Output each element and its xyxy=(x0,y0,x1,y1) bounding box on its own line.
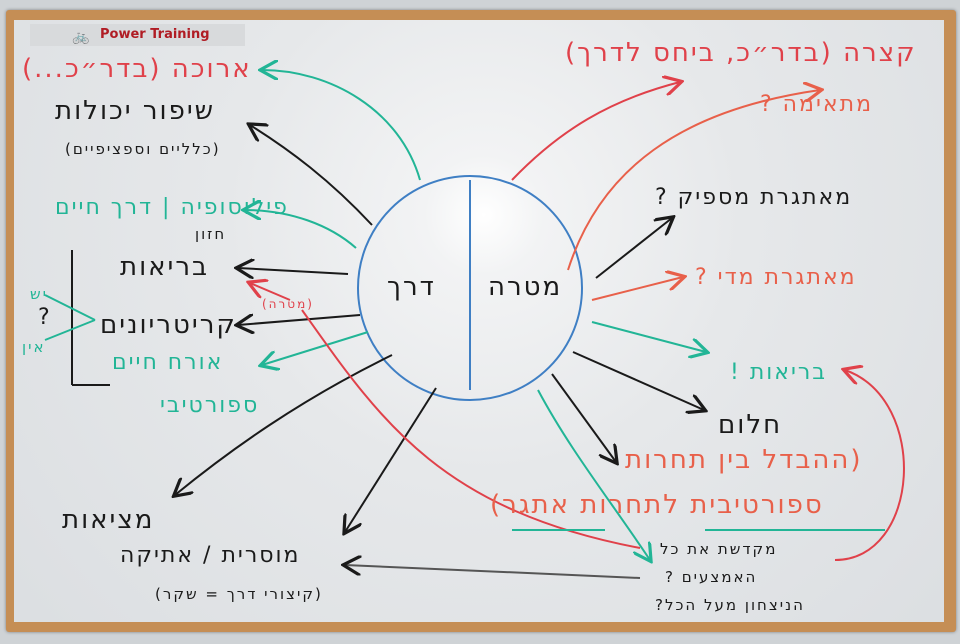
text-improve-sub: (כלליים וספציפיים) xyxy=(65,140,221,158)
logo-sticker: 🚲 Power Training xyxy=(30,24,245,46)
text-improve: שיפור יכולות xyxy=(55,96,216,126)
text-criteria: קריטריונים xyxy=(100,310,237,340)
text-suitable: מתאימה ? xyxy=(760,92,874,117)
arrow-dream xyxy=(572,351,704,410)
text-challenging-enough: מאתגרת מספיק ? xyxy=(655,185,853,210)
arrow-long xyxy=(262,70,421,181)
arrow-difference xyxy=(551,373,616,462)
arrow-criteria xyxy=(238,315,361,325)
text-means-1: מקדשת את כל xyxy=(660,540,778,558)
arrow-moral xyxy=(345,387,437,532)
arrow-lifestyle xyxy=(262,331,369,365)
text-question: ? xyxy=(38,305,52,330)
text-difference-1: (ההבדל בין תחרות xyxy=(625,445,863,475)
text-victory: הניצחון מעל הכל? xyxy=(655,596,805,614)
text-shortcuts: (קיצורי דרך = שקר) xyxy=(155,585,323,603)
arrow-philosophy xyxy=(245,210,357,249)
arrow-health-right xyxy=(591,321,706,352)
scale-axis xyxy=(71,250,110,386)
arrow-too-challenging xyxy=(591,277,683,301)
text-no: אין xyxy=(22,338,46,356)
center-left-label: דרך xyxy=(387,272,436,302)
bicycle-icon: 🚲 xyxy=(72,29,90,45)
arrow-improve xyxy=(250,125,373,226)
arrow-short xyxy=(511,82,680,181)
text-yes: יש xyxy=(30,285,48,303)
text-moral: מוסרית / אתיקה xyxy=(120,543,301,568)
text-long: ארוכה (בדר״כ...) xyxy=(22,54,252,84)
arrow-challenging-enough xyxy=(595,218,672,279)
arrow-means xyxy=(537,389,650,560)
arrow-means-loop xyxy=(834,370,905,561)
logo-text: Power Training xyxy=(100,27,210,42)
text-lifestyle: אורח חיים xyxy=(112,350,224,375)
text-too-challenging: מאתגרת מדי ? xyxy=(695,265,857,290)
arrow-reality xyxy=(175,354,393,495)
whiteboard xyxy=(14,20,944,622)
text-dream: חלום xyxy=(718,410,783,440)
text-vision: חזון xyxy=(195,225,227,243)
text-goal-tag: (מטרה) xyxy=(262,297,314,311)
arrow-means-to-moral xyxy=(345,565,641,579)
text-lifestyle2: ספורטיבי xyxy=(160,393,260,418)
arrow-health-left xyxy=(238,268,349,274)
text-means-2: האמצעים ? xyxy=(665,568,758,586)
text-short: קצרה (בדר״כ, ביחס לדרך) xyxy=(565,38,917,68)
text-health-right: בריאות ! xyxy=(730,360,828,385)
text-difference-2: ספורטיבית לתחרות אתגר) xyxy=(490,490,824,520)
text-health-left: בריאות xyxy=(120,252,210,282)
scale-lines xyxy=(44,294,96,341)
text-philosophy: פילוסופיה | דרך חיים xyxy=(55,195,289,220)
center-circle xyxy=(357,175,583,401)
arrow-suitable xyxy=(567,90,820,271)
center-right-label: מטרה xyxy=(488,272,563,302)
text-reality: מציאות xyxy=(62,505,155,535)
